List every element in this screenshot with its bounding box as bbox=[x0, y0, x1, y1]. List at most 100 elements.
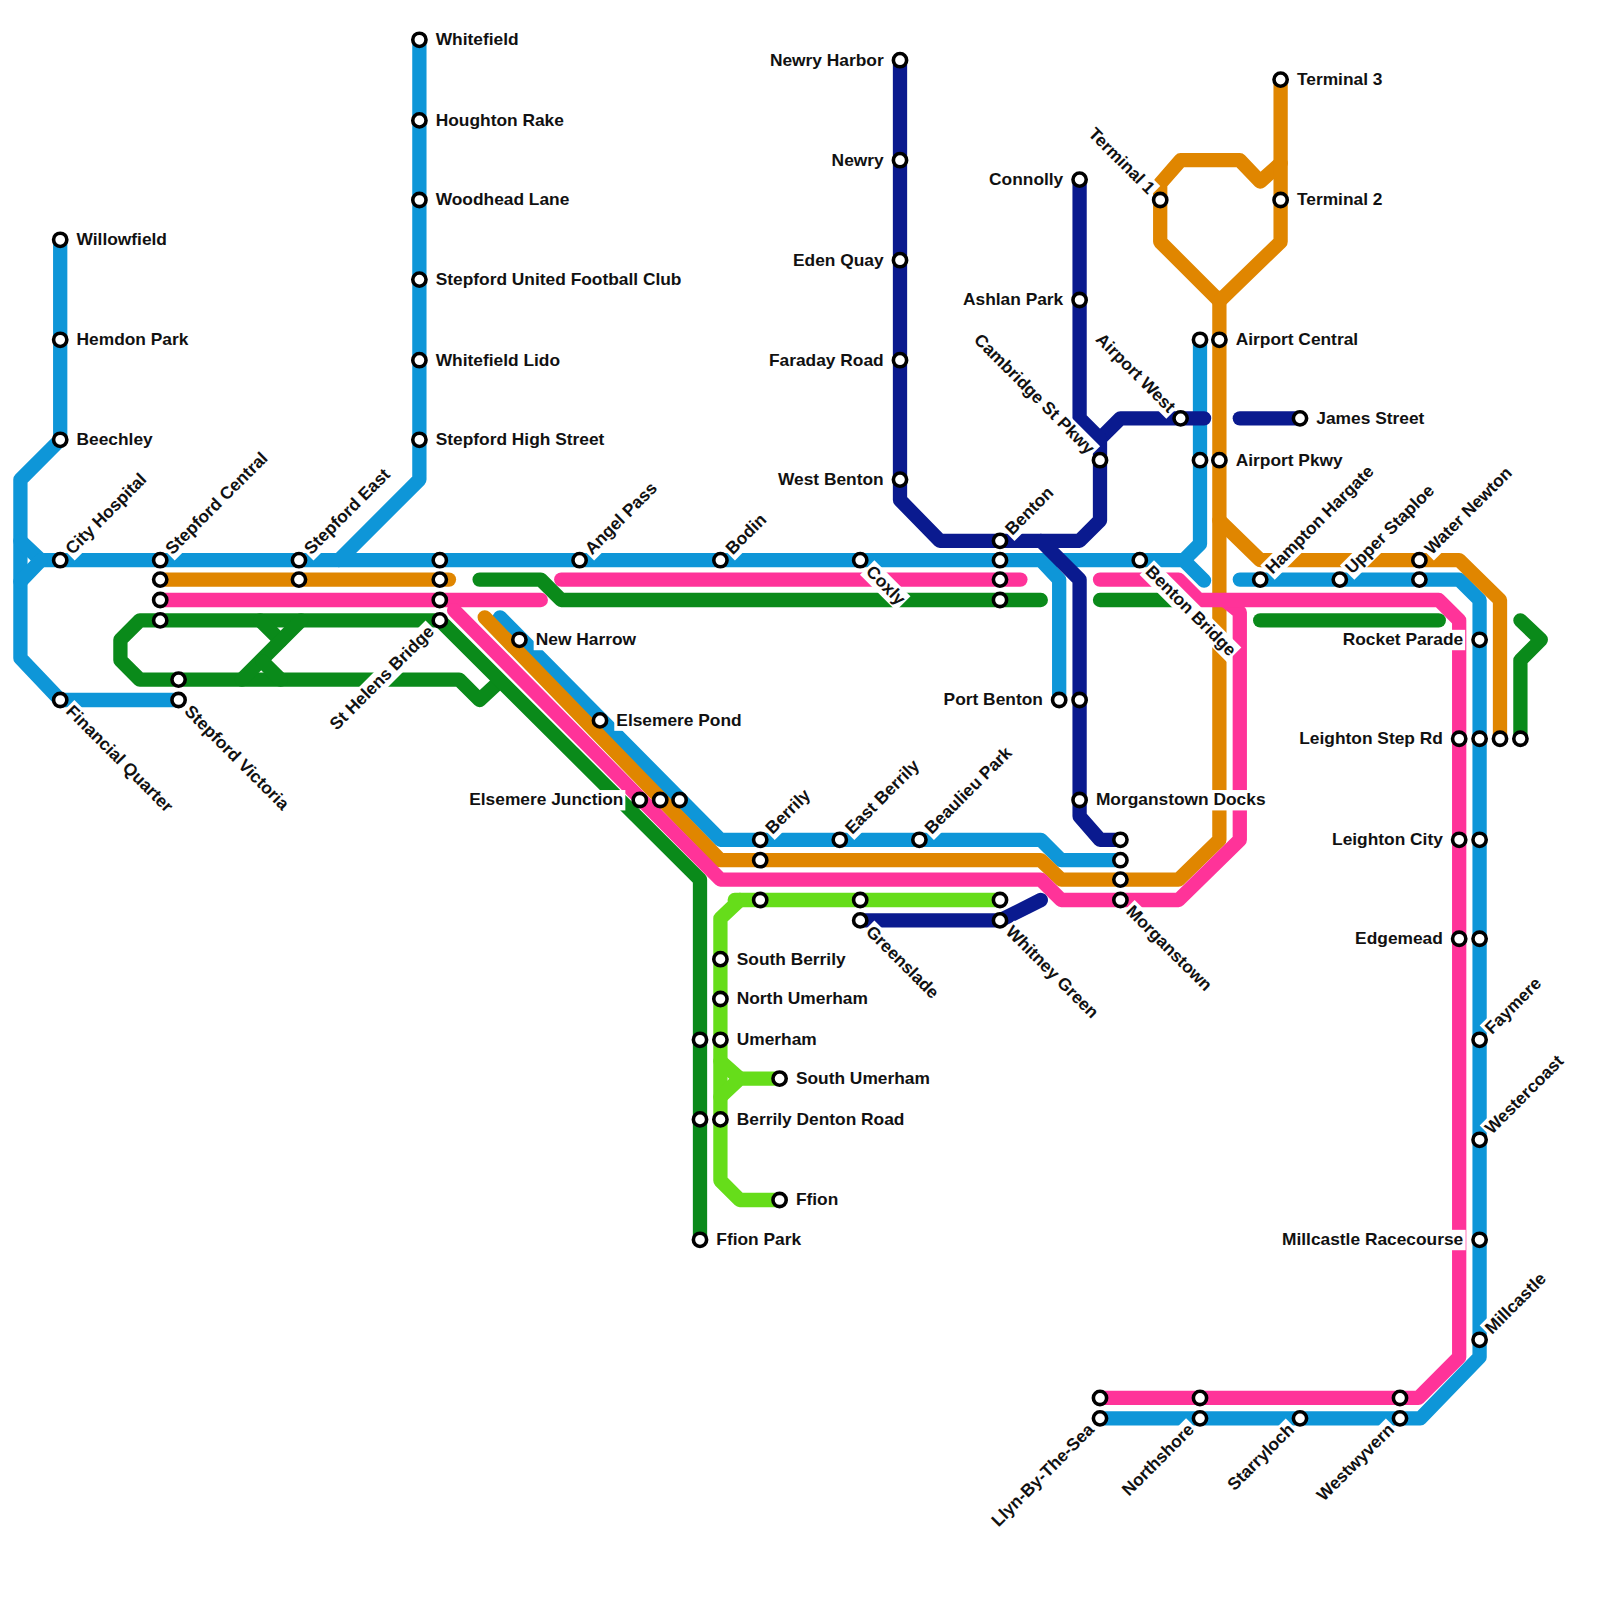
station-label: Woodhead Lane bbox=[434, 190, 572, 210]
station-label: Rocket Parade bbox=[1341, 630, 1466, 650]
station-marker bbox=[433, 573, 446, 586]
station-marker bbox=[893, 154, 906, 167]
station-marker bbox=[154, 614, 167, 627]
station-marker bbox=[1393, 1412, 1406, 1425]
station-label: New Harrow bbox=[534, 630, 638, 650]
station-marker bbox=[1493, 732, 1506, 745]
station-marker bbox=[1174, 412, 1187, 425]
route-line bbox=[20, 560, 40, 581]
station-marker bbox=[1073, 293, 1086, 306]
station-marker bbox=[693, 1233, 706, 1246]
station-marker bbox=[54, 693, 67, 706]
station-label: Water Newton bbox=[1419, 462, 1517, 560]
station-label: Eden Quay bbox=[791, 250, 886, 270]
station-label: St Helens Bridge bbox=[325, 620, 440, 735]
station-label: Berrily Denton Road bbox=[735, 1109, 907, 1129]
station-label: Whitney Green bbox=[1000, 920, 1104, 1024]
station-marker bbox=[673, 793, 686, 806]
station-marker bbox=[1154, 193, 1167, 206]
station-marker bbox=[854, 554, 867, 567]
station-label: Stepford United Football Club bbox=[434, 270, 684, 290]
route-line bbox=[1520, 620, 1540, 738]
station-label: Ffion bbox=[794, 1190, 840, 1210]
station-marker bbox=[1133, 554, 1146, 567]
station-marker bbox=[154, 573, 167, 586]
station-marker bbox=[1213, 333, 1226, 346]
station-label: Edgemead bbox=[1353, 929, 1445, 949]
route-line bbox=[1160, 160, 1280, 301]
station-marker bbox=[1514, 732, 1527, 745]
station-marker bbox=[1473, 1333, 1486, 1346]
station-marker bbox=[1254, 573, 1267, 586]
station-marker bbox=[1213, 454, 1226, 467]
station-label: Angel Pass bbox=[580, 477, 663, 560]
station-marker bbox=[1193, 1412, 1206, 1425]
station-marker bbox=[1114, 854, 1127, 867]
station-label: South Berrily bbox=[735, 949, 848, 969]
station-marker bbox=[993, 573, 1006, 586]
station-marker bbox=[1473, 833, 1486, 846]
station-label: James Street bbox=[1314, 408, 1426, 428]
station-label: North Umerham bbox=[735, 989, 870, 1009]
station-label: Leighton Step Rd bbox=[1297, 729, 1445, 749]
station-label: Faymere bbox=[1480, 972, 1547, 1039]
route-line bbox=[720, 1061, 739, 1078]
station-label: Leighton City bbox=[1330, 830, 1445, 850]
station-label: Hemdon Park bbox=[74, 330, 190, 350]
route-line bbox=[454, 600, 1240, 900]
station-marker bbox=[773, 1193, 786, 1206]
station-marker bbox=[893, 473, 906, 486]
station-label: Stepford Victoria bbox=[179, 700, 295, 816]
station-label: Bodin bbox=[720, 508, 772, 560]
station-label: Terminal 3 bbox=[1295, 70, 1385, 90]
route-line bbox=[1260, 613, 1439, 627]
route-line bbox=[20, 240, 178, 700]
station-marker bbox=[413, 114, 426, 127]
route-line bbox=[120, 620, 494, 700]
station-marker bbox=[1053, 693, 1066, 706]
station-marker bbox=[413, 354, 426, 367]
station-label: Airport Central bbox=[1234, 330, 1360, 350]
station-label: Umerham bbox=[735, 1030, 819, 1050]
station-marker bbox=[1114, 893, 1127, 906]
station-label: City Hospital bbox=[60, 468, 152, 560]
station-marker bbox=[693, 1033, 706, 1046]
station-label: Elsemere Pond bbox=[614, 710, 743, 730]
station-marker bbox=[1114, 833, 1127, 846]
station-label: Llyn-By-The-Sea bbox=[986, 1418, 1100, 1532]
station-label: Airport West bbox=[1090, 328, 1180, 418]
station-marker bbox=[1473, 1033, 1486, 1046]
station-marker bbox=[1073, 173, 1086, 186]
station-marker bbox=[854, 893, 867, 906]
station-marker bbox=[1473, 1233, 1486, 1246]
route-line bbox=[561, 572, 1020, 586]
route-line bbox=[900, 60, 1204, 541]
station-marker bbox=[54, 554, 67, 567]
station-marker bbox=[573, 554, 586, 567]
station-marker bbox=[433, 593, 446, 606]
station-marker bbox=[1093, 1412, 1106, 1425]
station-marker bbox=[1453, 732, 1466, 745]
station-label: Berrily bbox=[760, 784, 816, 840]
route-line bbox=[720, 900, 779, 1200]
station-marker bbox=[1473, 732, 1486, 745]
station-marker bbox=[854, 914, 867, 927]
route-line bbox=[1100, 580, 1480, 1419]
station-label: Cambridge St Pkwy bbox=[968, 329, 1100, 461]
route-line bbox=[160, 593, 541, 607]
station-marker bbox=[754, 854, 767, 867]
station-label: Willowfield bbox=[74, 230, 169, 250]
station-label: Greenslade bbox=[860, 920, 944, 1004]
station-marker bbox=[413, 33, 426, 46]
station-marker bbox=[433, 554, 446, 567]
route-line bbox=[1080, 180, 1100, 439]
station-marker bbox=[593, 714, 606, 727]
station-label: Terminal 1 bbox=[1083, 122, 1160, 199]
station-label: Ashlan Park bbox=[961, 290, 1065, 310]
station-label: Port Benton bbox=[942, 690, 1045, 710]
route-line bbox=[1100, 580, 1459, 1398]
station-label: Starryloch bbox=[1222, 1418, 1300, 1496]
station-label: Millcastle Racecourse bbox=[1280, 1230, 1465, 1250]
station-marker bbox=[993, 593, 1006, 606]
